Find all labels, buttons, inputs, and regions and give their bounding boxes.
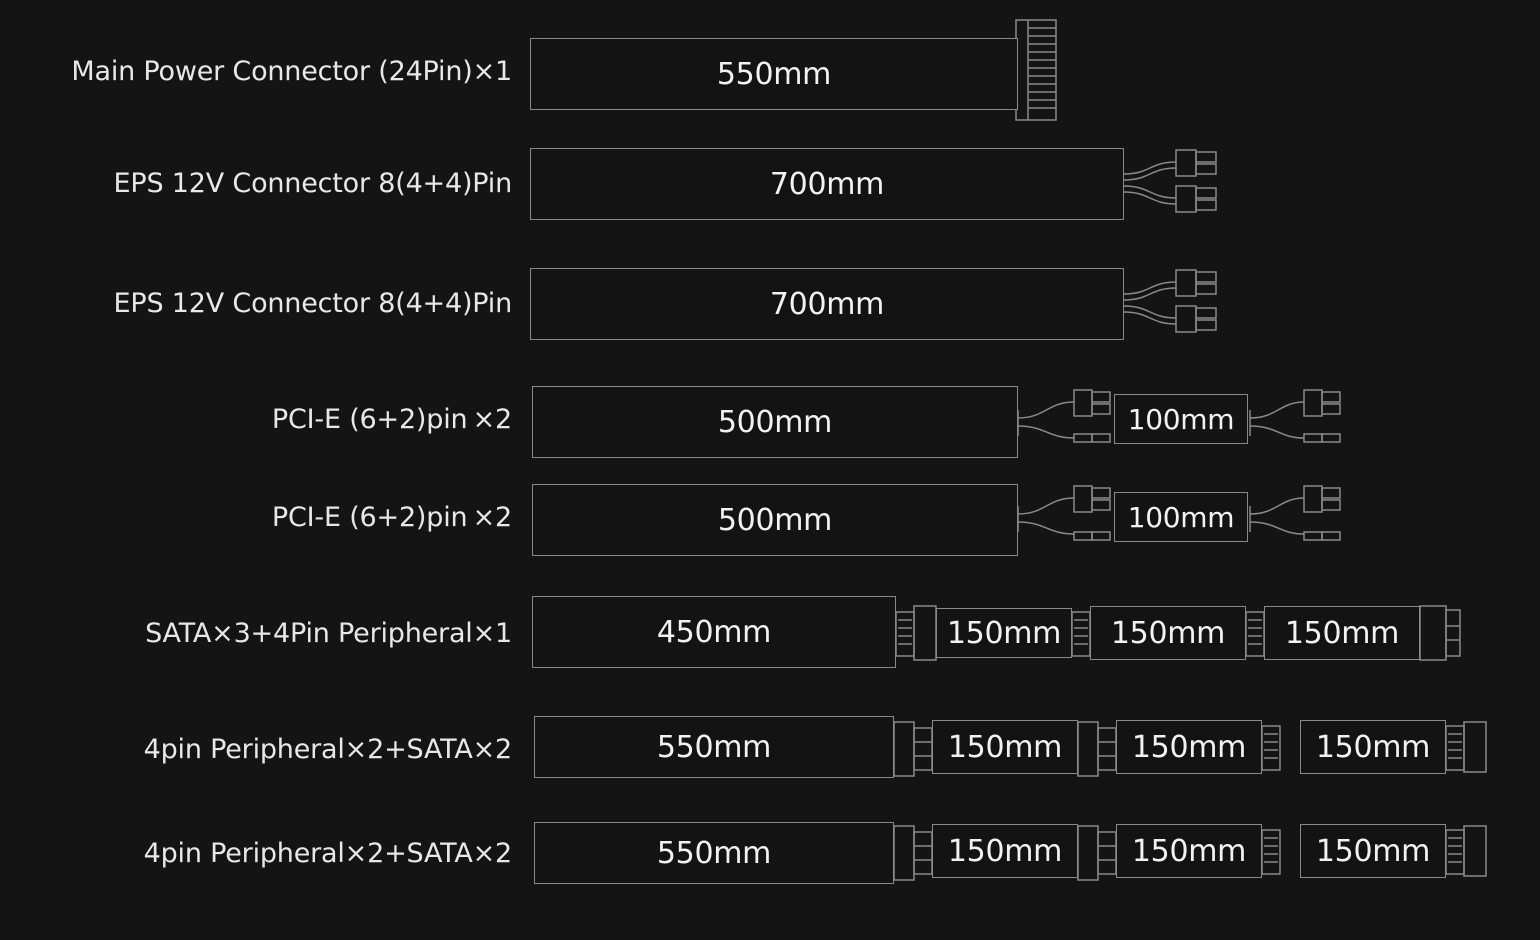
cable-extension-box: 150mm [932,720,1078,774]
row-label-pcie-1: PCI-E (6+2)pin ×2 [271,404,512,435]
atx-24pin-connector-icon [1015,19,1057,121]
molex-connector-icon [893,825,933,881]
cable-extension-box: 150mm [1090,606,1246,660]
sata-connector-icon [1071,611,1091,657]
cable-length-box: 700mm [530,268,1124,340]
cable-length-box: 500mm [532,484,1018,556]
pcie-connector-icon [1249,485,1341,541]
cable-length-box: 500mm [532,386,1018,458]
row-label-eps-1: EPS 12V Connector 8(4+4)Pin [113,168,513,199]
cable-extension-box: 150mm [936,608,1072,658]
sata-connector-icon [1445,721,1487,773]
row-label-peripheral-sata-2: 4pin Peripheral×2+SATA×2 [143,838,513,869]
sata-connector-icon [1245,611,1265,657]
molex-connector-icon [1419,605,1461,661]
cable-length-box: 550mm [530,38,1018,110]
sata-connector-icon [1261,829,1281,875]
molex-connector-icon [1077,825,1117,881]
row-label-peripheral-sata-1: 4pin Peripheral×2+SATA×2 [143,734,513,765]
row-label-sata-peripheral: SATA×3+4Pin Peripheral×1 [145,618,512,649]
row-label-pcie-2: PCI-E (6+2)pin ×2 [271,502,512,533]
cable-length-box: 450mm [532,596,896,668]
molex-connector-icon [1077,721,1117,777]
row-label-main-power: Main Power Connector (24Pin)×1 [71,56,512,87]
cable-extension-box: 150mm [1300,720,1446,774]
cable-length-box: 700mm [530,148,1124,220]
cable-extension-box: 100mm [1114,492,1248,542]
cable-extension-box: 150mm [1300,824,1446,878]
pcie-connector-icon [1017,389,1111,443]
cable-extension-box: 150mm [1116,824,1262,878]
pcie-connector-icon [1017,485,1111,541]
cable-length-box: 550mm [534,716,894,778]
row-label-eps-2: EPS 12V Connector 8(4+4)Pin [113,288,513,319]
eps-split-connector-icon [1123,269,1217,333]
cable-extension-box: 150mm [1116,720,1262,774]
molex-connector-icon [893,721,933,777]
cable-extension-box: 100mm [1114,394,1248,444]
sata-connector-icon [895,605,937,661]
cable-extension-box: 150mm [1264,606,1420,660]
sata-connector-icon [1445,825,1487,877]
sata-connector-icon [1261,725,1281,771]
pcie-connector-icon [1249,389,1341,443]
cable-extension-box: 150mm [932,824,1078,878]
cable-length-box: 550mm [534,822,894,884]
eps-split-connector-icon [1123,149,1217,213]
